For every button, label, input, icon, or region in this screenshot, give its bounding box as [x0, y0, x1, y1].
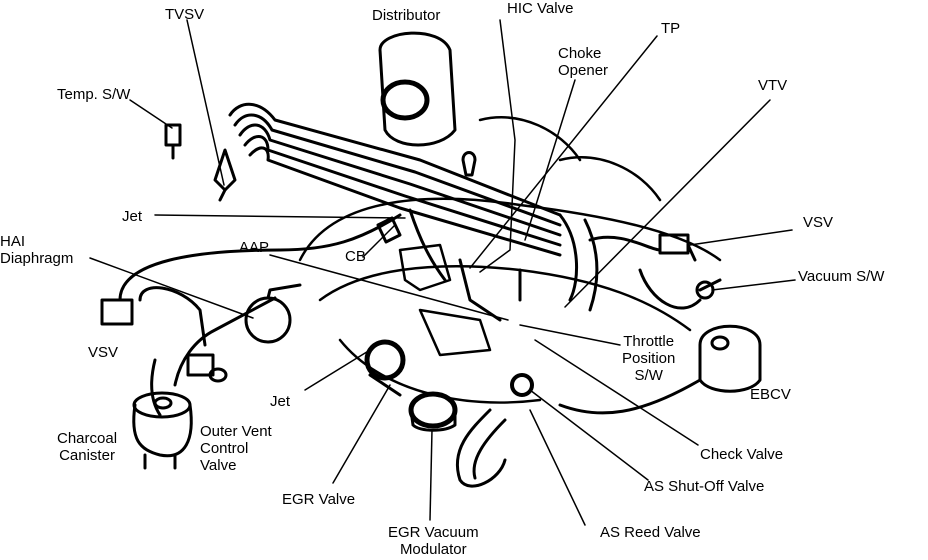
as-reed-valve-label: AS Reed Valve — [600, 524, 701, 541]
distributor-label: Distributor — [372, 7, 441, 24]
hic-valve-label: HIC Valve — [507, 0, 574, 17]
vsv-right-label: VSV — [803, 214, 834, 231]
throttle-position-sw-label: Throttle Position S/W — [622, 333, 676, 384]
vacuum-sw-label: Vacuum S/W — [798, 268, 885, 285]
cb-label: CB — [345, 248, 366, 265]
ebcv-label: EBCV — [750, 386, 791, 403]
vsv-left-label: VSV — [88, 344, 119, 361]
tp-label: TP — [661, 20, 681, 37]
jet-upper-label: Jet — [122, 208, 143, 225]
hai-diaphragm-label: HAI Diaphragm — [0, 233, 74, 267]
egr-valve-label: EGR Valve — [282, 491, 356, 508]
vtv-label: VTV — [758, 77, 788, 94]
jet-lower-label: Jet — [270, 393, 291, 410]
charcoal-canister-label: Charcoal Canister — [57, 430, 118, 464]
aap-label: AAP — [239, 239, 270, 256]
tvsv-label: TVSV — [165, 6, 205, 23]
choke-opener-label: Choke Opener — [558, 45, 609, 79]
as-shut-off-valve-label: AS Shut-Off Valve — [644, 478, 765, 495]
outer-vent-control-valve-label: Outer Vent Control Valve — [200, 423, 272, 474]
leader-lines — [89, 19, 796, 526]
temp-sw-label: Temp. S/W — [57, 86, 131, 103]
vacuum-hose-bundle — [228, 102, 562, 257]
hoses — [100, 123, 762, 488]
check-valve-label: Check Valve — [700, 446, 784, 463]
distributor-part — [378, 31, 457, 147]
egr-vacuum-modulator-label: EGR Vacuum Modulator — [388, 524, 479, 558]
